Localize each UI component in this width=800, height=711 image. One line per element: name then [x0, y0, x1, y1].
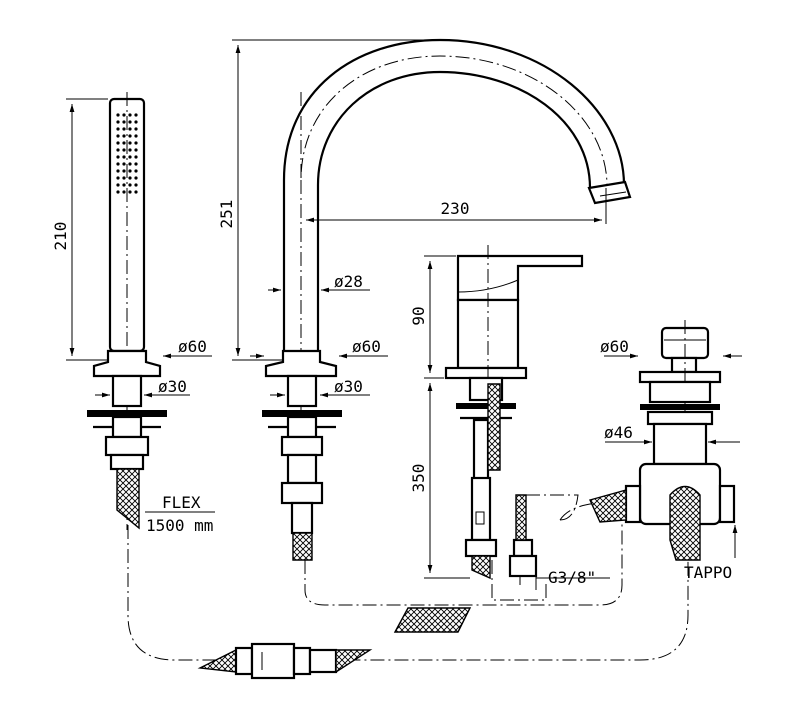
dim-connection-thread: G3/8"	[548, 568, 596, 587]
diverter	[589, 320, 736, 561]
dimension-labels: 210 251 230 ø28 ø60 ø60 ø60 ø30 ø30 ø46 …	[51, 199, 732, 587]
mixer	[444, 245, 584, 580]
dim-hand-shower-length: 210	[51, 222, 70, 251]
dim-diverter-body: ø46	[604, 423, 633, 442]
spray-face-dots	[116, 113, 138, 194]
dim-spout-shank: ø30	[334, 377, 363, 396]
dim-mixer-height: 90	[409, 306, 428, 325]
dim-mixer-hose-length: 350	[409, 464, 428, 493]
hose-routes	[127, 494, 689, 661]
dim-spout-diameter: ø28	[334, 272, 363, 291]
dim-diverter-flange: ø60	[600, 337, 629, 356]
spout	[262, 38, 632, 561]
dim-hand-shower-flange: ø60	[178, 337, 207, 356]
label-cap: TAPPO	[684, 563, 732, 582]
hand-shower	[87, 92, 167, 530]
hose-coupler	[197, 607, 472, 680]
dim-spout-flange: ø60	[352, 337, 381, 356]
dim-spout-reach: 230	[441, 199, 470, 218]
label-flex-length: 1500 mm	[146, 516, 213, 535]
dimension-lines	[66, 39, 742, 590]
label-flex: FLEX	[162, 493, 201, 512]
dim-hand-shower-shank: ø30	[158, 377, 187, 396]
dim-spout-height: 251	[217, 200, 236, 229]
